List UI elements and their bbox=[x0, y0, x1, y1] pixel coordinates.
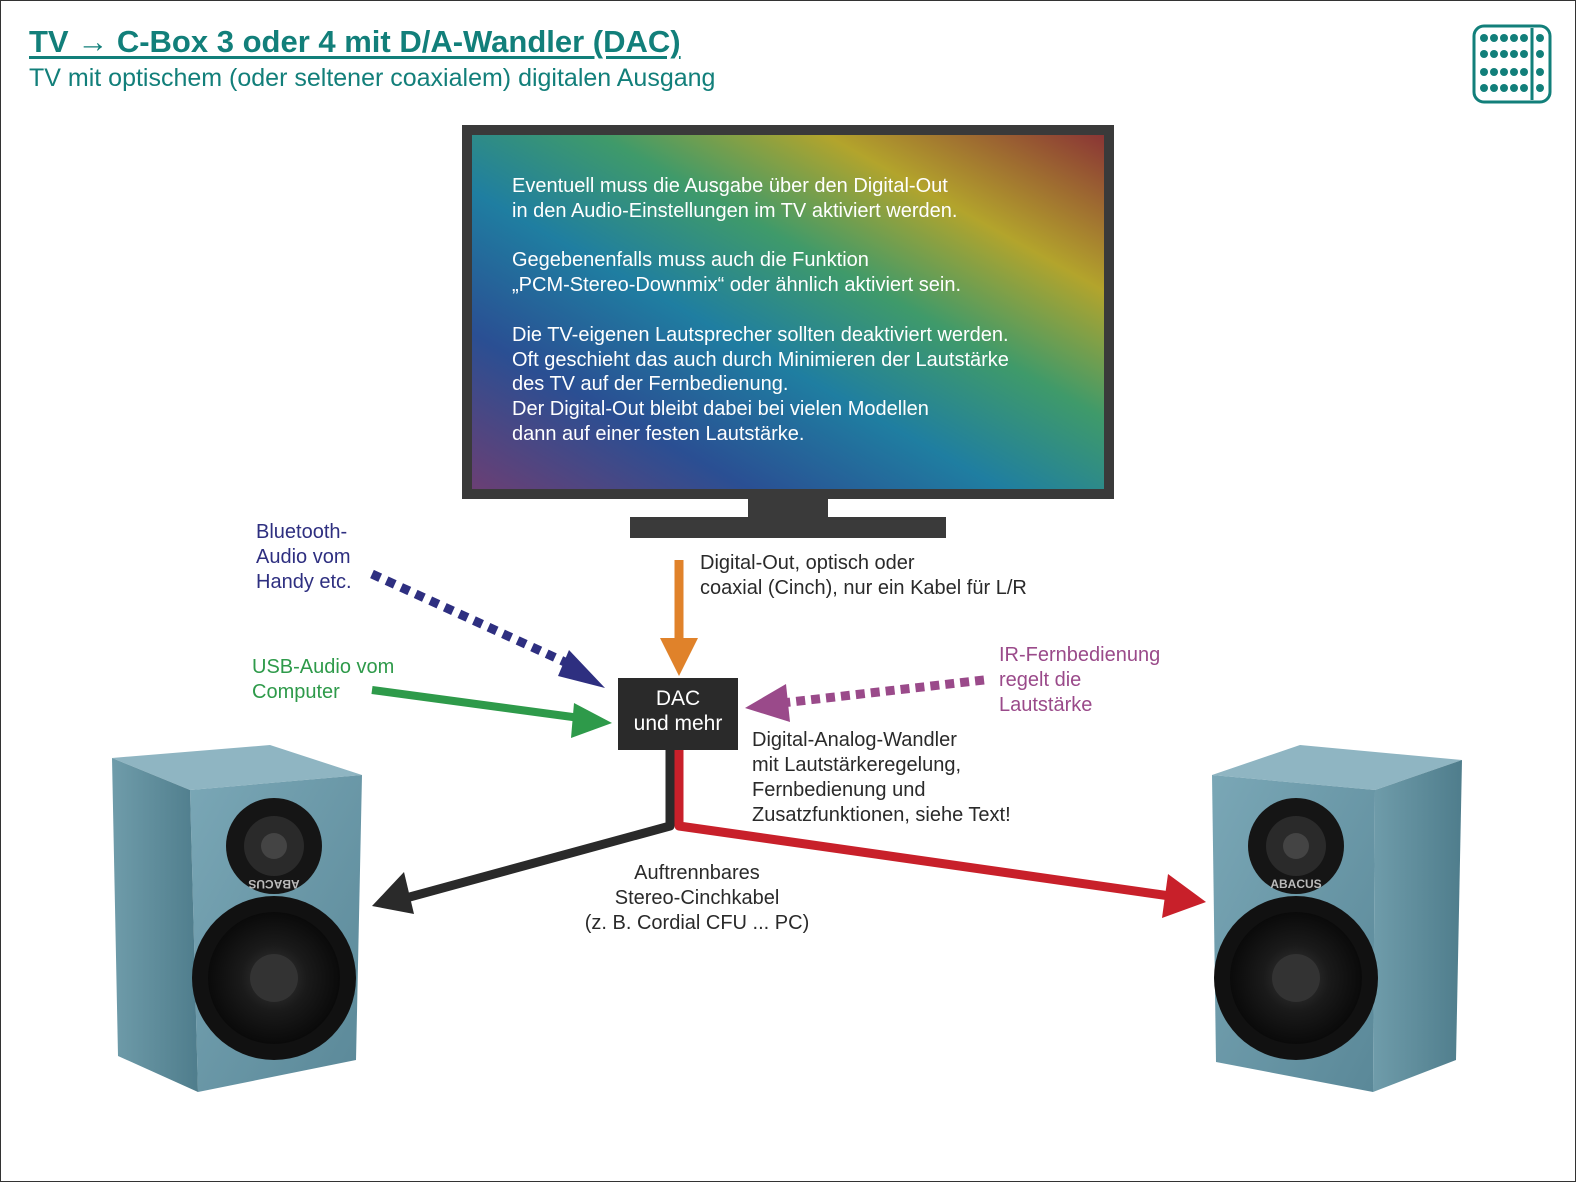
abacus-logo-icon bbox=[1472, 24, 1552, 104]
bluetooth-label: Bluetooth- Audio vom Handy etc. bbox=[256, 521, 352, 593]
page-title: TV → C-Box 3 oder 4 mit D/A-Wandler (DAC… bbox=[29, 24, 681, 59]
usb-label: USB-Audio vom Computer bbox=[252, 656, 395, 703]
ir-label: IR-Fernbedienung regelt die Lautstärke bbox=[999, 644, 1161, 716]
dac-box bbox=[618, 678, 738, 750]
ir-arrow bbox=[745, 675, 985, 722]
tv-screen bbox=[472, 135, 1104, 489]
speaker-left: ABACUS bbox=[112, 745, 362, 1092]
tv-screen-text: Eventuell muss die Ausgabe über den Digi… bbox=[512, 175, 1009, 445]
dac-description: Digital-Analog-Wandler mit Lautstärkereg… bbox=[752, 729, 1011, 826]
bluetooth-arrow bbox=[370, 569, 605, 688]
speaker-right-brand: ABACUS bbox=[1270, 877, 1321, 891]
speaker-right: ABACUS bbox=[1212, 745, 1462, 1092]
tv-stand-neck bbox=[748, 499, 828, 517]
stereo-cable bbox=[372, 750, 1206, 918]
dac-box-label: DAC und mehr bbox=[633, 687, 723, 735]
digital-out-arrow bbox=[660, 560, 698, 676]
usb-arrow bbox=[371, 686, 612, 738]
tv-stand-base bbox=[630, 517, 946, 538]
tv bbox=[462, 125, 1114, 538]
cable-label: Auftrennbares Stereo-Cinchkabel (z. B. C… bbox=[584, 862, 810, 934]
page-subtitle: TV mit optischem (oder seltener coaxiale… bbox=[29, 64, 716, 92]
digital-out-label: Digital-Out, optisch oder coaxial (Cinch… bbox=[700, 552, 1027, 599]
speaker-left-brand: ABACUS bbox=[248, 877, 299, 891]
